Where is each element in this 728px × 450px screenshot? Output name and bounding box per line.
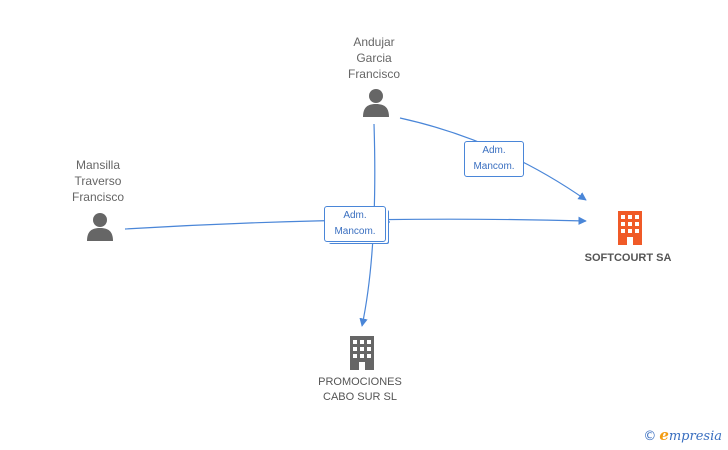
brand-watermark: ©empresia xyxy=(643,426,722,444)
person-label-andujar[interactable]: Andujar Garcia Francisco xyxy=(347,35,400,81)
building-icon[interactable] xyxy=(616,211,644,245)
person-icon[interactable] xyxy=(86,212,114,242)
company-label-promociones[interactable]: PROMOCIONES CABO SUR SL xyxy=(318,376,402,403)
person-label-mansilla[interactable]: Mansilla Traverso Francisco xyxy=(71,158,124,204)
person-icon[interactable] xyxy=(362,88,390,118)
building-icon[interactable] xyxy=(348,336,376,370)
brand-logo-text: mpresia xyxy=(668,429,722,444)
role-box-mansilla[interactable]: Adm. Mancom. xyxy=(324,206,386,242)
company-label-softcourt[interactable]: SOFTCOURT SA xyxy=(584,252,672,264)
brand-logo-initial: e xyxy=(659,426,669,444)
copyright-symbol: © xyxy=(643,429,657,444)
role-box-andujar-softcourt[interactable]: Adm. Mancom. xyxy=(464,141,524,177)
